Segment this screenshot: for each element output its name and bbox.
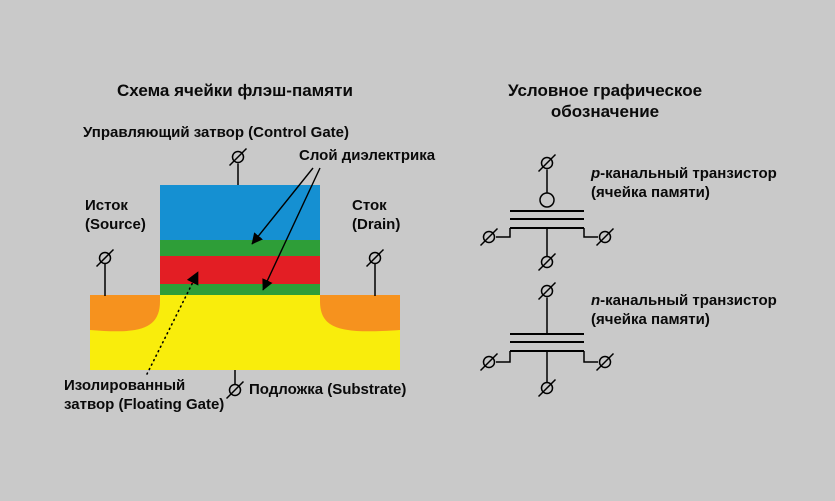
control-gate-layer <box>160 185 320 240</box>
source-label: Исток (Source) <box>85 197 146 233</box>
dielectric-arrow-top <box>251 167 314 245</box>
n-transistor-label: n-канальный транзистор (ячейка памяти) <box>591 292 791 330</box>
dielectric-arrow-bottom <box>262 167 321 291</box>
substrate-terminal <box>225 370 245 400</box>
p-transistor-symbol <box>479 153 615 272</box>
dielectric-label: Слой диэлектрика <box>299 147 436 164</box>
control-gate-terminal <box>228 147 248 185</box>
flash-cell-cross-section <box>90 147 400 400</box>
p-transistor-label-prefix: p <box>591 165 601 182</box>
left-panel-title: Схема ячейки флэш-памяти <box>117 81 353 100</box>
substrate-label: Подложка (Substrate) <box>249 381 407 398</box>
drain-label: Сток (Drain) <box>352 197 401 233</box>
p-transistor-label-rest: -канальный транзистор (ячейка памяти) <box>591 165 777 201</box>
p-transistor-label: p-канальный транзистор (ячейка памяти) <box>591 165 791 203</box>
control-gate-label: Управляющий затвор (Control Gate) <box>83 124 349 141</box>
floating-gate-arrow <box>146 271 199 375</box>
dielectric-layer <box>160 240 320 256</box>
n-transistor-label-prefix: n <box>591 292 601 309</box>
source-diffusion <box>90 295 160 332</box>
drain-diffusion <box>320 295 400 332</box>
p-channel-bubble-icon <box>539 192 555 208</box>
floating-gate-label: Изолированный затвор (Floating Gate) <box>64 377 225 413</box>
n-transistor-label-rest: -канальный транзистор (ячейка памяти) <box>591 292 777 328</box>
tunnel-dielectric-layer <box>160 284 320 295</box>
floating-gate-layer <box>160 256 320 284</box>
n-transistor-symbol <box>479 281 615 398</box>
right-panel-title: Условное графическое обозначение <box>507 81 703 122</box>
source-terminal <box>95 248 115 296</box>
drain-terminal <box>365 248 385 296</box>
